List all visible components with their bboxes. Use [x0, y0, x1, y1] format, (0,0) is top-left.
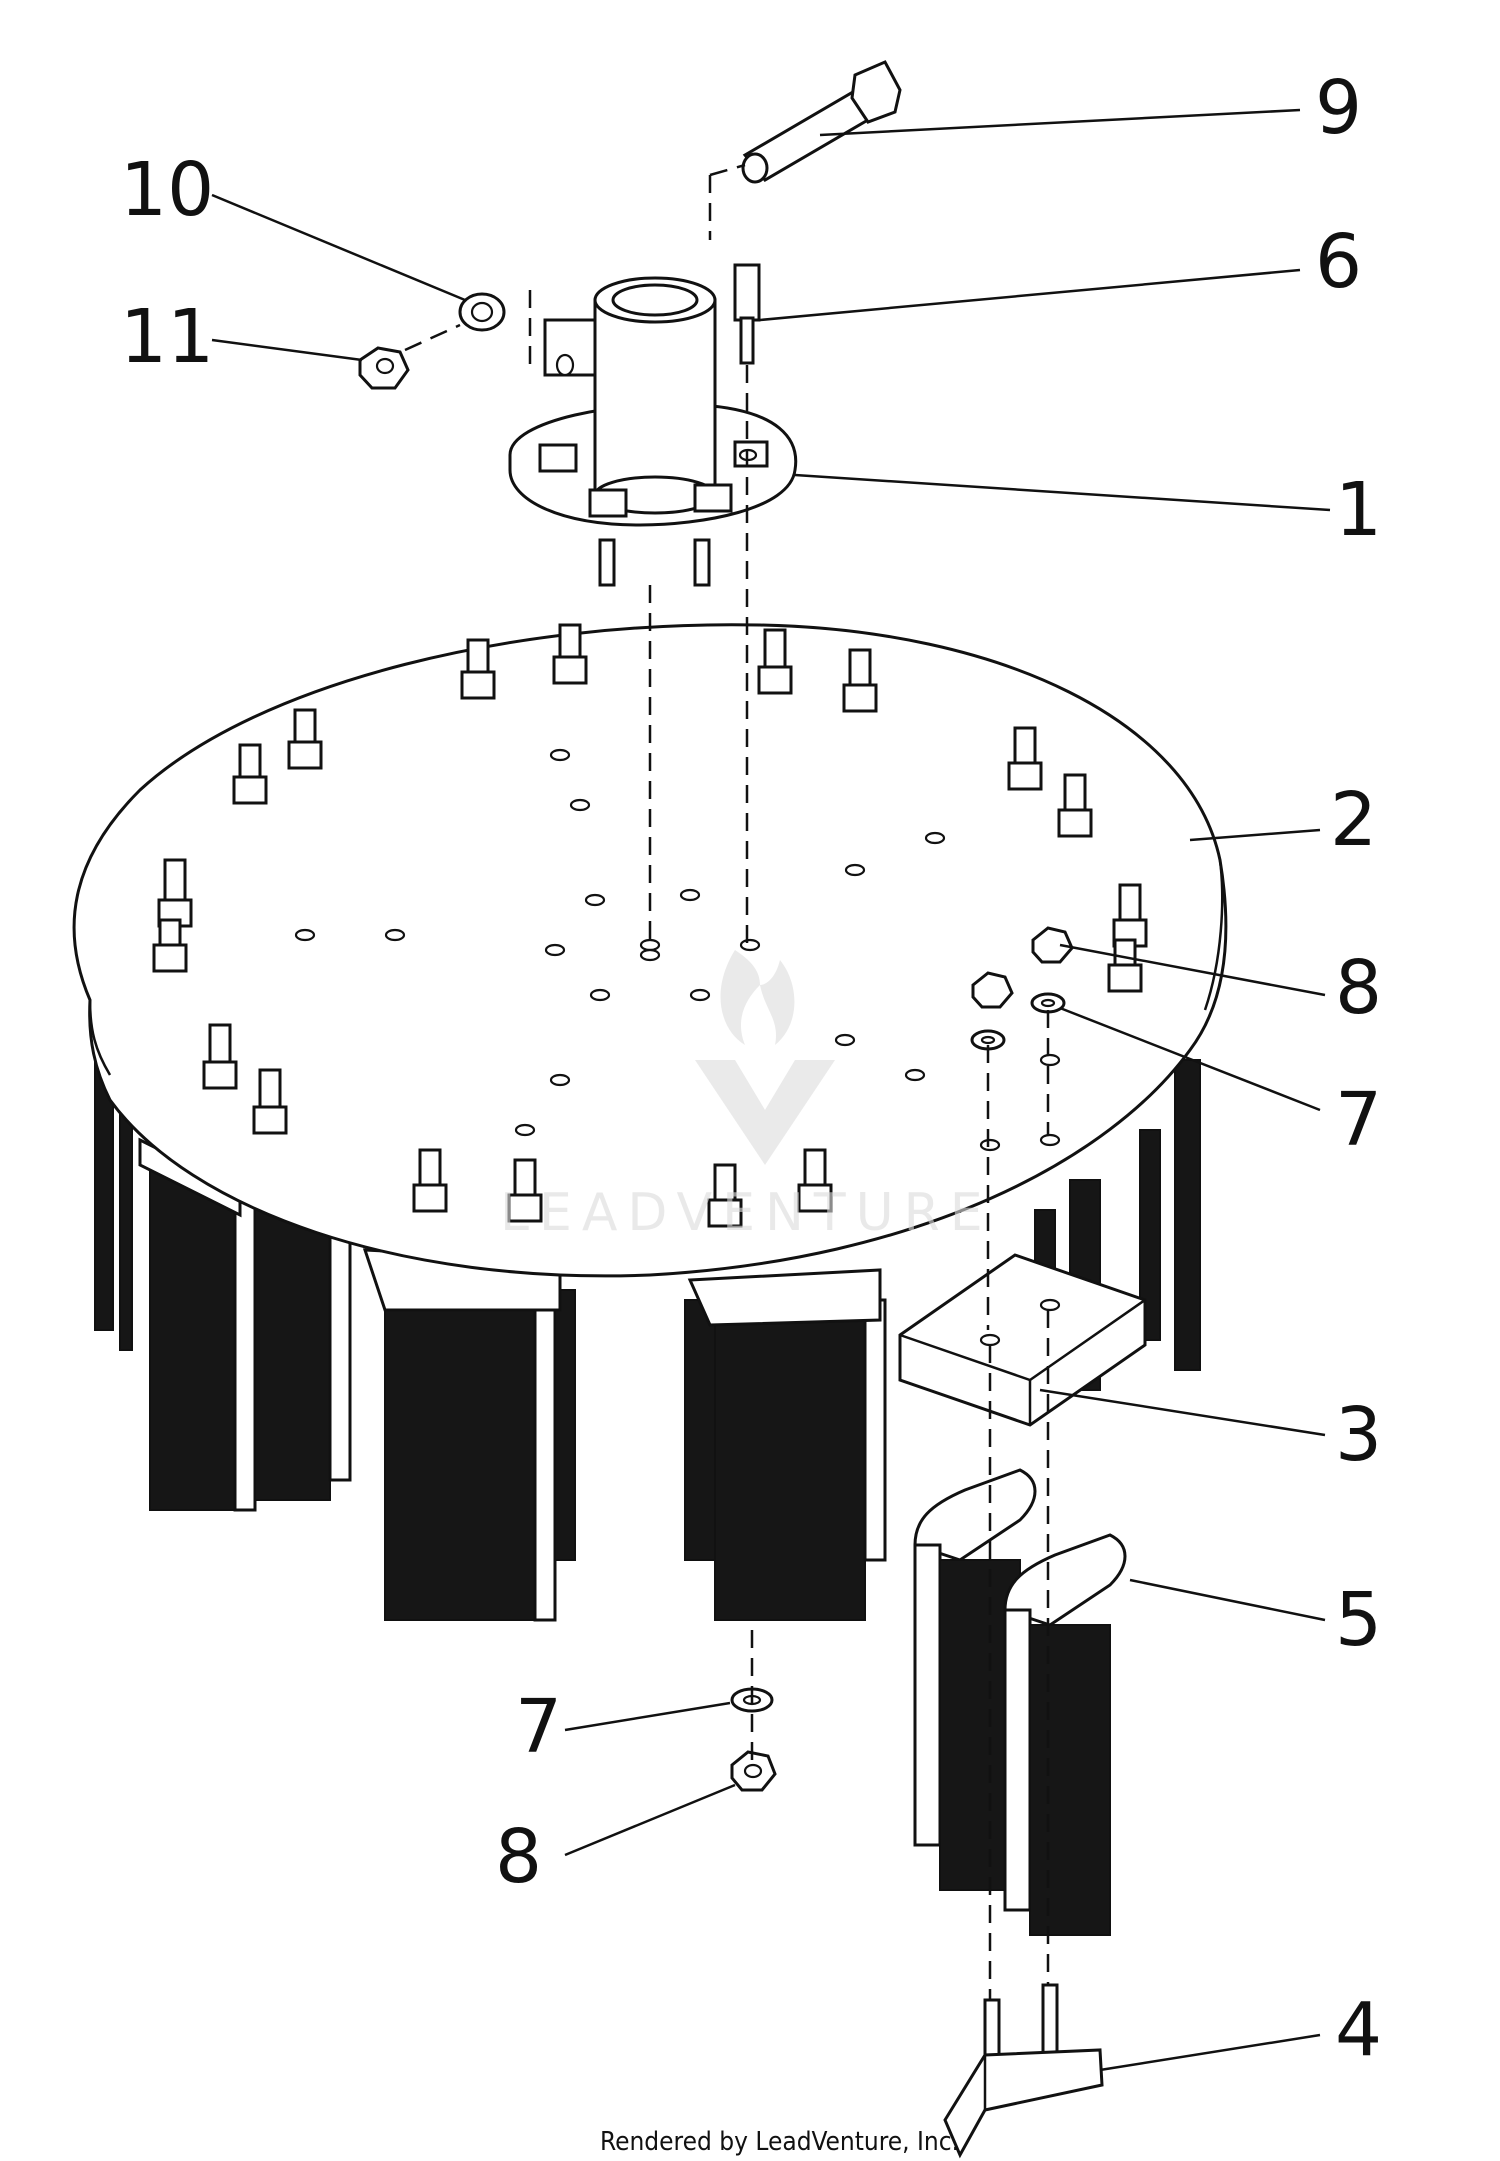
callout-3: 3	[1335, 1392, 1382, 1478]
callout-5: 5	[1335, 1577, 1382, 1663]
watermark-logo: LEADVENTURE	[500, 950, 993, 1243]
holder-block-part-3	[898, 1253, 1147, 1427]
brush-disc	[72, 623, 1228, 1278]
callout-4: 4	[1335, 1987, 1382, 2073]
callout-8-right: 8	[1335, 945, 1382, 1031]
callout-11: 11	[120, 294, 214, 380]
nut-part-11	[358, 346, 410, 390]
callout-2: 2	[1330, 777, 1377, 863]
callout-7-right: 7	[1335, 1077, 1382, 1163]
nut-part-8-bottom	[730, 1750, 777, 1792]
callout-8-bottom: 8	[495, 1814, 542, 1900]
brush-strip-part-5	[913, 1468, 1127, 1936]
callout-leaders	[211, 108, 1331, 2072]
washer-part-10	[458, 292, 506, 332]
assembly-centerlines	[404, 163, 1050, 2000]
callout-1: 1	[1335, 467, 1382, 553]
bolt-part-6	[733, 263, 761, 365]
render-credit: Rendered by LeadVenture, Inc.	[600, 2127, 959, 2157]
hub-assembly	[508, 276, 798, 587]
nut-part-8-right	[971, 926, 1074, 1009]
callout-10: 10	[120, 147, 214, 233]
base-part-4	[943, 1983, 1104, 2159]
bolt-part-9	[741, 60, 902, 184]
disc-bolts	[152, 623, 1148, 1228]
callout-9: 9	[1315, 65, 1362, 151]
watermark-text: LEADVENTURE	[500, 1183, 993, 1243]
callout-labels: 9 6 1 2 8 7 3 5 4 10 11 7 8	[120, 65, 1382, 2073]
callout-7-bottom: 7	[515, 1684, 562, 1770]
callout-6: 6	[1315, 219, 1362, 305]
disc-mounting-holes	[294, 748, 1061, 1152]
